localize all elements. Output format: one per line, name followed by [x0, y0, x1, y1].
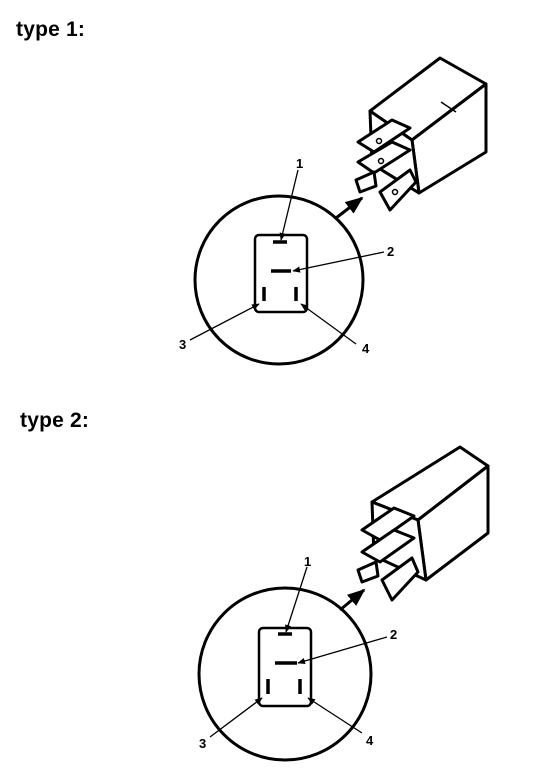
type-2-heading: type 2:	[20, 409, 90, 432]
socket-outline	[257, 626, 313, 708]
callout-line-1	[279, 169, 299, 241]
callout-line-3	[209, 697, 263, 738]
callout-line-3	[189, 303, 260, 341]
type-1-diagram: 1 2 3 4	[179, 56, 488, 366]
detail-pointer-arrow	[335, 196, 364, 220]
callout-line-1	[285, 566, 308, 633]
callout-line-2	[292, 251, 385, 273]
callout-label-1: 1	[304, 554, 311, 569]
callout-label-3: 3	[179, 337, 186, 352]
callout-label-4: 4	[362, 341, 370, 356]
callout-label-2: 2	[390, 627, 397, 642]
callout-label-3: 3	[199, 736, 206, 751]
relay-icon	[354, 56, 488, 212]
detail-circle	[197, 586, 373, 762]
callout-label-1: 1	[296, 156, 303, 171]
callout-label-4: 4	[366, 733, 374, 748]
callout-line-4	[307, 697, 363, 734]
type-1-heading: type 1:	[16, 18, 86, 41]
callout-line-4	[300, 303, 357, 345]
type-2-diagram: 1 2 3 4	[197, 445, 490, 762]
detail-pointer-arrow	[339, 588, 366, 612]
callout-line-2	[297, 636, 388, 665]
relay-icon	[356, 445, 490, 602]
detail-circle	[193, 194, 365, 366]
callout-label-2: 2	[387, 244, 394, 259]
